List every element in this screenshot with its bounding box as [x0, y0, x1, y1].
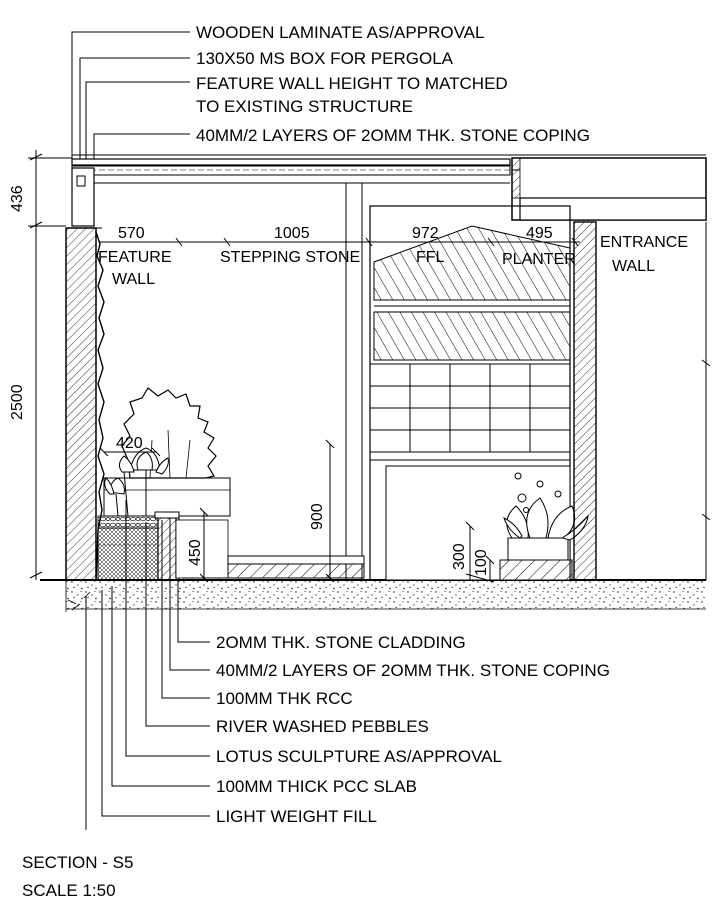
note-rcc: 100MM THK RCC [216, 689, 353, 708]
dim-planter-base: 100 [473, 549, 490, 576]
note-stone-coping-top: 40MM/2 LAYERS OF 2OMM THK. STONE COPING [196, 126, 590, 145]
pond [97, 477, 231, 581]
section-scale: SCALE 1:50 [22, 881, 116, 900]
lotus-sculpture [104, 447, 169, 517]
note-feature-wall-height-2: TO EXISTING STRUCTURE [196, 97, 413, 116]
note-pcc-slab: 100MM THICK PCC SLAB [216, 777, 417, 796]
planter-plants [503, 472, 589, 541]
dim-wall-height: 2500 [9, 384, 26, 420]
dim-pergola-height: 436 [9, 185, 26, 212]
title-block: SECTION - S5 SCALE 1:50 [22, 853, 133, 900]
dim-planter-height: 300 [451, 543, 468, 570]
window-grid [369, 363, 571, 453]
bottom-leader-lines [85, 500, 210, 830]
dim-feature-wall-width: 570 [118, 225, 145, 242]
label-entrance-1: ENTRANCE [600, 234, 688, 251]
note-stone-coping-bottom: 40MM/2 LAYERS OF 2OMM THK. STONE COPING [216, 661, 610, 680]
feature-wall [65, 227, 105, 581]
note-stone-cladding: 2OMM THK. STONE CLADDING [216, 633, 466, 652]
top-leader-lines [71, 31, 190, 180]
dim-pond-wall-height: 450 [187, 539, 204, 566]
label-entrance-2: WALL [612, 258, 655, 275]
note-lotus-sculpture: LOTUS SCULPTURE AS/APPROVAL [216, 747, 502, 766]
note-light-fill: LIGHT WEIGHT FILL [216, 807, 377, 826]
section-title: SECTION - S5 [22, 853, 133, 872]
label-planter: PLANTER [502, 251, 576, 268]
note-ms-box-pergola: 130X50 MS BOX FOR PERGOLA [196, 49, 454, 68]
dim-planter-width: 495 [526, 225, 553, 242]
ground-slab [40, 579, 706, 612]
label-ffl: FFL [416, 249, 445, 266]
note-pebbles: RIVER WASHED PEBBLES [216, 717, 429, 736]
dim-ffl-width: 972 [412, 225, 439, 242]
dim-sculpture-width: 420 [116, 435, 143, 452]
pergola [71, 154, 706, 227]
label-feature-wall-1: FEATURE [98, 249, 171, 266]
dimension-texts: 436 2500 570 1005 972 495 420 450 900 30… [9, 185, 553, 576]
label-feature-wall-2: WALL [112, 271, 155, 288]
zone-labels: FEATURE WALL STEPPING STONE FFL PLANTER … [98, 234, 688, 288]
dim-stepping-stone-height: 900 [309, 503, 326, 530]
note-wooden-laminate: WOODEN LAMINATE AS/APPROVAL [196, 23, 484, 42]
existing-slab [511, 157, 707, 221]
note-feature-wall-height-1: FEATURE WALL HEIGHT TO MATCHED [196, 74, 508, 93]
label-stepping-stone: STEPPING STONE [220, 249, 360, 266]
dim-stepping-stone-width: 1005 [274, 225, 310, 242]
top-notes: WOODEN LAMINATE AS/APPROVAL 130X50 MS BO… [196, 23, 590, 145]
bottom-notes: 2OMM THK. STONE CLADDING 40MM/2 LAYERS O… [216, 633, 610, 826]
dimension-lines [28, 150, 580, 583]
entrance-wall [573, 221, 711, 581]
